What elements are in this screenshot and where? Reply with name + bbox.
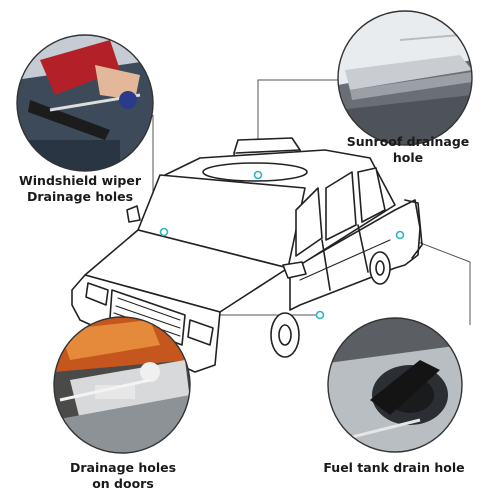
side-mirror: [282, 261, 307, 279]
fuel-cap-photo: [327, 317, 463, 453]
rear-side-window: [325, 171, 357, 241]
marker-fuel: [395, 230, 405, 240]
label-sunroof-line2: hole: [392, 150, 424, 165]
label-windshield-line2: Drainage holes: [26, 189, 134, 204]
label-door-drainage: Drainage holes on doors: [48, 460, 198, 492]
left-headlight: [85, 282, 109, 306]
label-sunroof-drainage: Sunroof drainage hole: [338, 134, 478, 166]
drain-markers: [159, 170, 405, 320]
label-sunroof-line1: Sunroof drainage: [346, 134, 470, 149]
label-doors-line1: Drainage holes: [69, 460, 177, 475]
label-windshield-line1: Windshield wiper: [18, 173, 142, 188]
door-drain-photo: [53, 316, 191, 454]
left-mirror: [126, 205, 141, 223]
label-fuel-line1: Fuel tank drain hole: [323, 460, 465, 475]
windshield-wiper-photo: [16, 34, 154, 172]
sunroof-photo: [337, 10, 473, 146]
front-side-window: [295, 187, 323, 257]
leader-fuel: [399, 234, 471, 325]
right-headlight: [187, 319, 214, 346]
marker-windshield: [159, 227, 169, 237]
car-outline: [71, 137, 423, 373]
label-fuel-tank-drain: Fuel tank drain hole: [318, 460, 470, 476]
marker-door: [315, 310, 325, 320]
marker-sunroof: [253, 170, 263, 180]
label-doors-line2: on doors: [92, 476, 154, 491]
label-windshield-wiper: Windshield wiper Drainage holes: [4, 173, 156, 205]
rear-quarter-window: [357, 167, 386, 223]
